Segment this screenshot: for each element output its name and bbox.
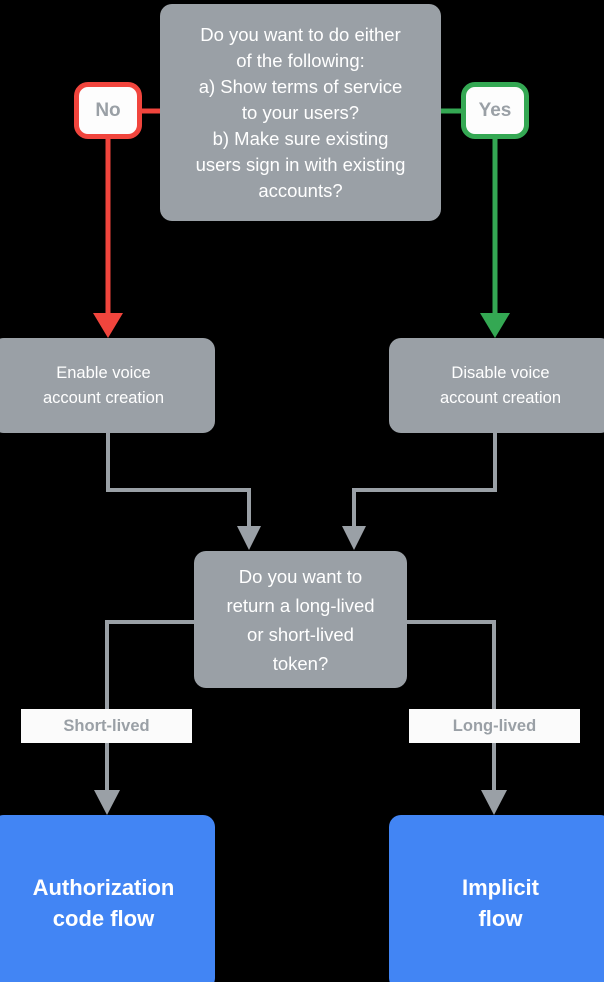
edge-label-short-lived-text: Short-lived <box>63 716 150 735</box>
connector-disable-to-token <box>352 433 497 526</box>
disable-voice-line-1: Disable voice <box>451 363 550 382</box>
branch-badge-yes[interactable]: Yes <box>461 82 529 139</box>
top-question-line-6: users sign in with existing <box>195 153 406 175</box>
terminal-box-implicit-flow: Implicit flow <box>389 815 604 982</box>
top-question-line-5: b) Make sure existing <box>212 127 389 149</box>
branch-badge-no-label: No <box>95 99 121 121</box>
connector-token-to-auth <box>105 620 194 790</box>
arrowhead-no-to-enable <box>93 313 123 338</box>
arrowhead-enable-to-token <box>237 526 261 550</box>
token-question-line-1: Do you want to <box>238 565 363 587</box>
process-box-disable-voice-account-creation: Disable voice account creation <box>389 338 604 433</box>
decision-box-token-question: Do you want to return a long-lived or sh… <box>194 551 407 688</box>
arrowhead-disable-to-token <box>342 526 366 550</box>
connector-enable-to-token <box>106 433 251 526</box>
token-question-line-2: return a long-lived <box>226 594 375 616</box>
arrowhead-token-to-implicit <box>481 790 507 815</box>
edge-label-short-lived: Short-lived <box>21 709 192 743</box>
top-question-line-4: to your users? <box>241 101 360 123</box>
authorization-code-flow-line-2: code flow <box>52 905 155 931</box>
edge-label-long-lived-text: Long-lived <box>452 716 537 735</box>
decision-box-top-question: Do you want to do either of the followin… <box>160 4 441 221</box>
terminal-box-authorization-code-flow: Authorization code flow <box>0 815 215 982</box>
enable-voice-line-2: account creation <box>42 388 165 407</box>
arrowhead-yes-to-disable <box>480 313 510 338</box>
top-question-line-2: of the following: <box>236 49 365 71</box>
arrowhead-token-to-auth <box>94 790 120 815</box>
top-question-line-7: accounts? <box>258 179 343 201</box>
process-box-enable-voice-account-creation: Enable voice account creation <box>0 338 215 433</box>
implicit-flow-line-1: Implicit <box>461 874 539 900</box>
token-question-line-4: token? <box>272 652 329 674</box>
disable-voice-line-2: account creation <box>439 388 562 407</box>
connector-token-to-implicit <box>407 620 496 790</box>
implicit-flow-line-2: flow <box>478 905 523 931</box>
authorization-code-flow-line-1: Authorization <box>32 874 175 900</box>
branch-badge-no[interactable]: No <box>74 82 142 139</box>
top-question-line-3: a) Show terms of service <box>198 75 403 97</box>
branch-badge-yes-label: Yes <box>478 99 512 121</box>
top-question-line-1: Do you want to do either <box>200 23 401 45</box>
token-question-line-3: or short-lived <box>247 623 354 645</box>
enable-voice-line-1: Enable voice <box>56 363 151 382</box>
edge-label-long-lived: Long-lived <box>409 709 580 743</box>
